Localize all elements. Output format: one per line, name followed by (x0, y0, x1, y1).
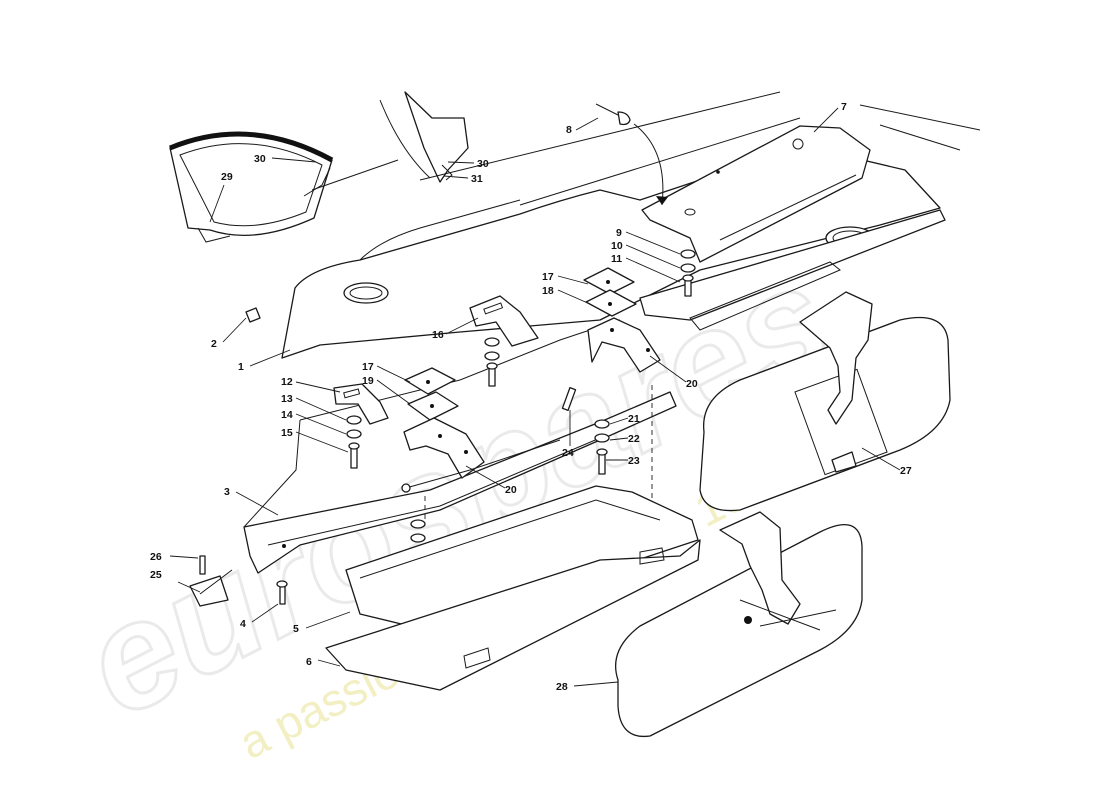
callout-9: 9 (616, 227, 622, 239)
mirror-27-stem (799, 291, 873, 425)
callout-28: 28 (556, 681, 568, 693)
callout-16: 16 (432, 329, 444, 341)
plate-17-left (404, 367, 456, 395)
windscreen-top-edge (169, 131, 334, 163)
callout-19: 19 (362, 375, 374, 387)
sun-visor (325, 385, 701, 691)
callout-3: 3 (224, 486, 230, 498)
mirror-27-body (699, 316, 951, 512)
bracket-20-left (403, 417, 485, 479)
callout-26: 26 (150, 551, 162, 563)
fasteners (189, 249, 696, 607)
callout-13: 13 (281, 393, 293, 405)
callout-30-inset: 30 (254, 153, 266, 165)
callout-12: 12 (281, 376, 293, 388)
ledge-trim (639, 209, 946, 321)
speaker-grille-left (343, 282, 389, 304)
bracket-12 (333, 383, 389, 425)
callout-25: 25 (150, 569, 162, 581)
callout-23: 23 (628, 455, 640, 467)
callout-2: 2 (211, 338, 217, 350)
callout-20-right: 20 (686, 378, 698, 390)
callout-31: 31 (471, 173, 483, 185)
bracket-20-right (587, 317, 661, 373)
clip-8 (595, 103, 668, 206)
callout-6: 6 (306, 656, 312, 668)
visor-5 (345, 485, 699, 631)
leader-lines (169, 107, 901, 687)
callout-18: 18 (542, 285, 554, 297)
callout-11: 11 (611, 253, 622, 265)
callout-20-left: 20 (505, 484, 517, 496)
callout-4: 4 (240, 618, 246, 630)
callout-24: 24 (562, 447, 574, 459)
pillar-trim (404, 91, 469, 183)
pillar-inset (379, 91, 469, 183)
callout-17-right: 17 (542, 271, 554, 283)
windscreen-inset (169, 131, 399, 243)
callout-27: 27 (900, 465, 912, 477)
callout-29: 29 (221, 171, 233, 183)
callouts: 1 2 3 4 5 6 7 8 9 10 11 12 13 14 15 16 1… (150, 101, 912, 693)
visor-6 (325, 539, 701, 691)
callout-30-pillar: 30 (477, 158, 489, 170)
callout-7: 7 (841, 101, 847, 113)
cover-panel-shape (641, 125, 871, 263)
cover-panel (641, 125, 871, 263)
mirror-28-body (614, 524, 863, 738)
brackets (333, 267, 661, 479)
callout-10: 10 (611, 240, 623, 252)
mirror-27 (699, 291, 951, 512)
callout-14: 14 (281, 409, 293, 421)
callout-8: 8 (566, 124, 572, 136)
callout-21: 21 (628, 413, 640, 425)
mirror-28-stem (719, 511, 801, 625)
callout-17-left: 17 (362, 361, 374, 373)
callout-22: 22 (628, 433, 640, 445)
callout-1: 1 (238, 361, 244, 373)
callout-15: 15 (281, 427, 293, 439)
mirror-28 (614, 511, 863, 738)
callout-5: 5 (293, 623, 299, 635)
